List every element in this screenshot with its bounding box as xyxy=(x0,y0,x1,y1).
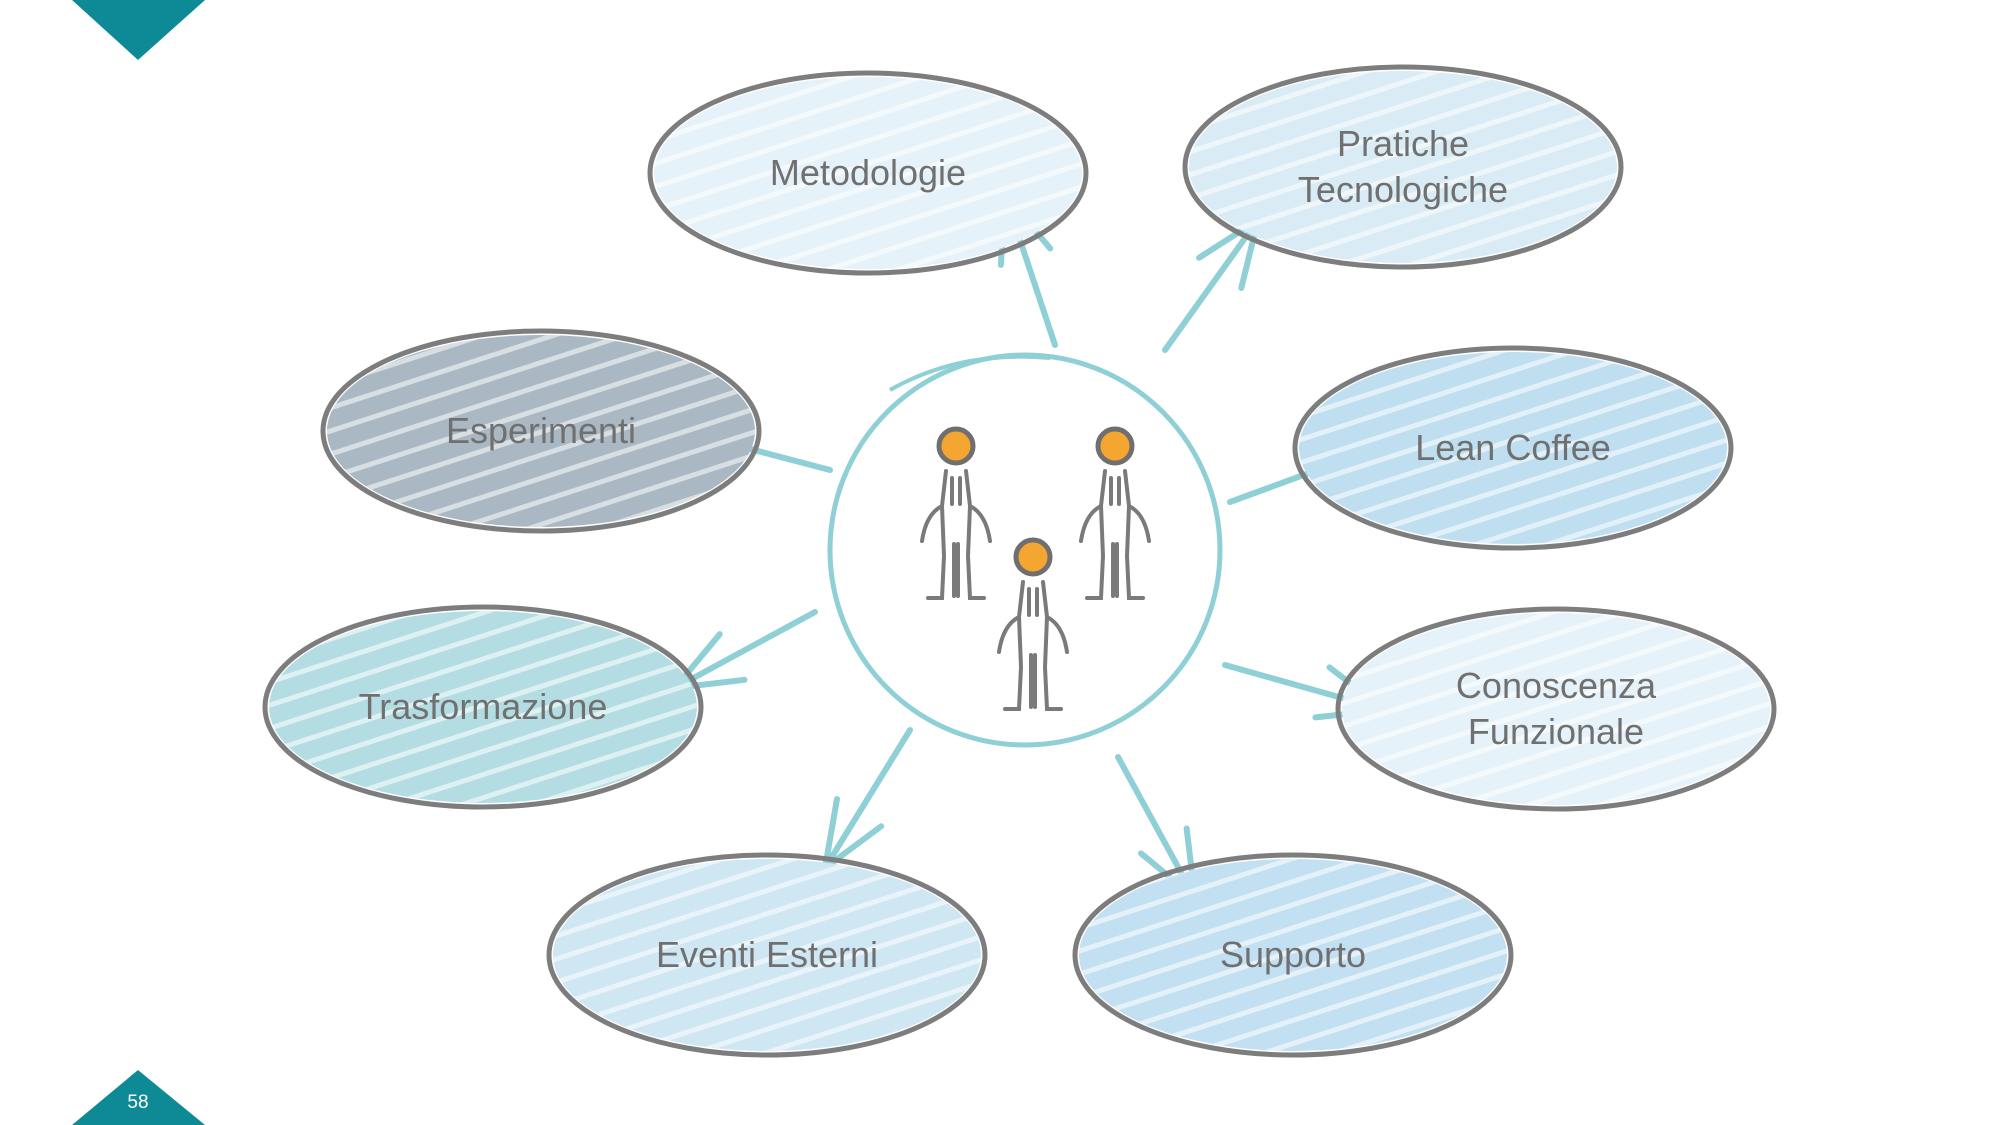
person-body-stroke xyxy=(1085,504,1145,600)
node-trasformazione xyxy=(262,604,704,810)
center-group xyxy=(827,352,1223,748)
topic-nodes xyxy=(262,64,1777,1058)
top-triangle xyxy=(72,0,205,60)
arrow-stroke xyxy=(1162,217,1261,353)
person-head xyxy=(1095,426,1135,466)
node-lean-coffee xyxy=(1292,345,1734,551)
label-line: Trasformazione xyxy=(358,686,608,727)
person-body-stroke xyxy=(926,504,986,600)
label-line: Esperimenti xyxy=(445,410,637,451)
person-body-stroke xyxy=(950,476,962,506)
node-hatching xyxy=(327,335,755,527)
node-hatching xyxy=(1079,859,1507,1051)
label-eventi-esterni: Eventi Esterni xyxy=(656,932,878,978)
arrow-stroke xyxy=(672,609,818,691)
node-outline xyxy=(262,604,704,810)
label-esperimenti: Esperimenti xyxy=(446,408,636,454)
node-hatching xyxy=(1299,352,1727,544)
node-outline xyxy=(1292,345,1734,551)
node-hatching xyxy=(654,77,1082,269)
label-line: Lean Coffee xyxy=(1415,427,1611,468)
bottom-triangle xyxy=(72,1070,205,1125)
node-hatching xyxy=(1342,613,1770,805)
node-outline xyxy=(546,852,988,1058)
person-body-stroke xyxy=(1079,469,1151,543)
label-lean-coffee: Lean Coffee xyxy=(1415,425,1611,471)
person-body-stroke xyxy=(920,469,992,543)
arrow-to-eventi-esterni xyxy=(822,727,913,871)
label-supporto: Supporto xyxy=(1220,932,1366,978)
node-conoscenza-funzionale xyxy=(1335,606,1777,812)
person-head xyxy=(936,426,976,466)
three-people-icon xyxy=(920,426,1151,711)
label-line: Tecnologiche xyxy=(1297,169,1509,210)
person-icon xyxy=(920,426,992,600)
node-supporto xyxy=(1072,852,1514,1058)
person-icon xyxy=(1079,426,1151,600)
label-line: Funzionale xyxy=(1467,711,1645,752)
node-outline xyxy=(647,70,1089,276)
person-icon xyxy=(997,537,1069,711)
person-body-stroke xyxy=(1003,615,1063,711)
person-body-stroke xyxy=(952,542,960,598)
page-number: 58 xyxy=(127,1092,149,1113)
label-line: Conoscenza xyxy=(1455,665,1657,706)
node-esperimenti xyxy=(320,328,762,534)
node-eventi-esterni xyxy=(546,852,988,1058)
node-outline xyxy=(1182,64,1624,270)
person-body-stroke xyxy=(1109,476,1121,506)
label-line: Pratiche xyxy=(1336,123,1470,164)
person-body-stroke xyxy=(1111,542,1119,598)
label-metodologie: Metodologie xyxy=(770,150,966,196)
person-body-stroke xyxy=(997,580,1069,654)
label-line: Metodologie xyxy=(769,152,967,193)
label-line: Supporto xyxy=(1219,934,1367,975)
node-metodologie xyxy=(647,70,1089,276)
node-outline xyxy=(1335,606,1777,812)
person-head xyxy=(1013,537,1053,577)
person-body-stroke xyxy=(1029,653,1037,709)
label-line: Eventi Esterni xyxy=(655,934,879,975)
arrow-to-pratiche-tecnologiche xyxy=(1162,217,1261,353)
person-body-stroke xyxy=(1027,587,1039,617)
center-circle-stroke xyxy=(889,354,1051,392)
node-hatching xyxy=(553,859,981,1051)
arrow-to-trasformazione xyxy=(672,609,818,691)
node-outline xyxy=(1072,852,1514,1058)
node-outline xyxy=(320,328,762,534)
label-trasformazione: Trasformazione xyxy=(359,684,608,730)
node-pratiche-tecnologiche xyxy=(1182,64,1624,270)
arrow-stroke xyxy=(822,727,913,871)
node-hatching xyxy=(1189,71,1617,263)
node-hatching xyxy=(269,611,697,803)
